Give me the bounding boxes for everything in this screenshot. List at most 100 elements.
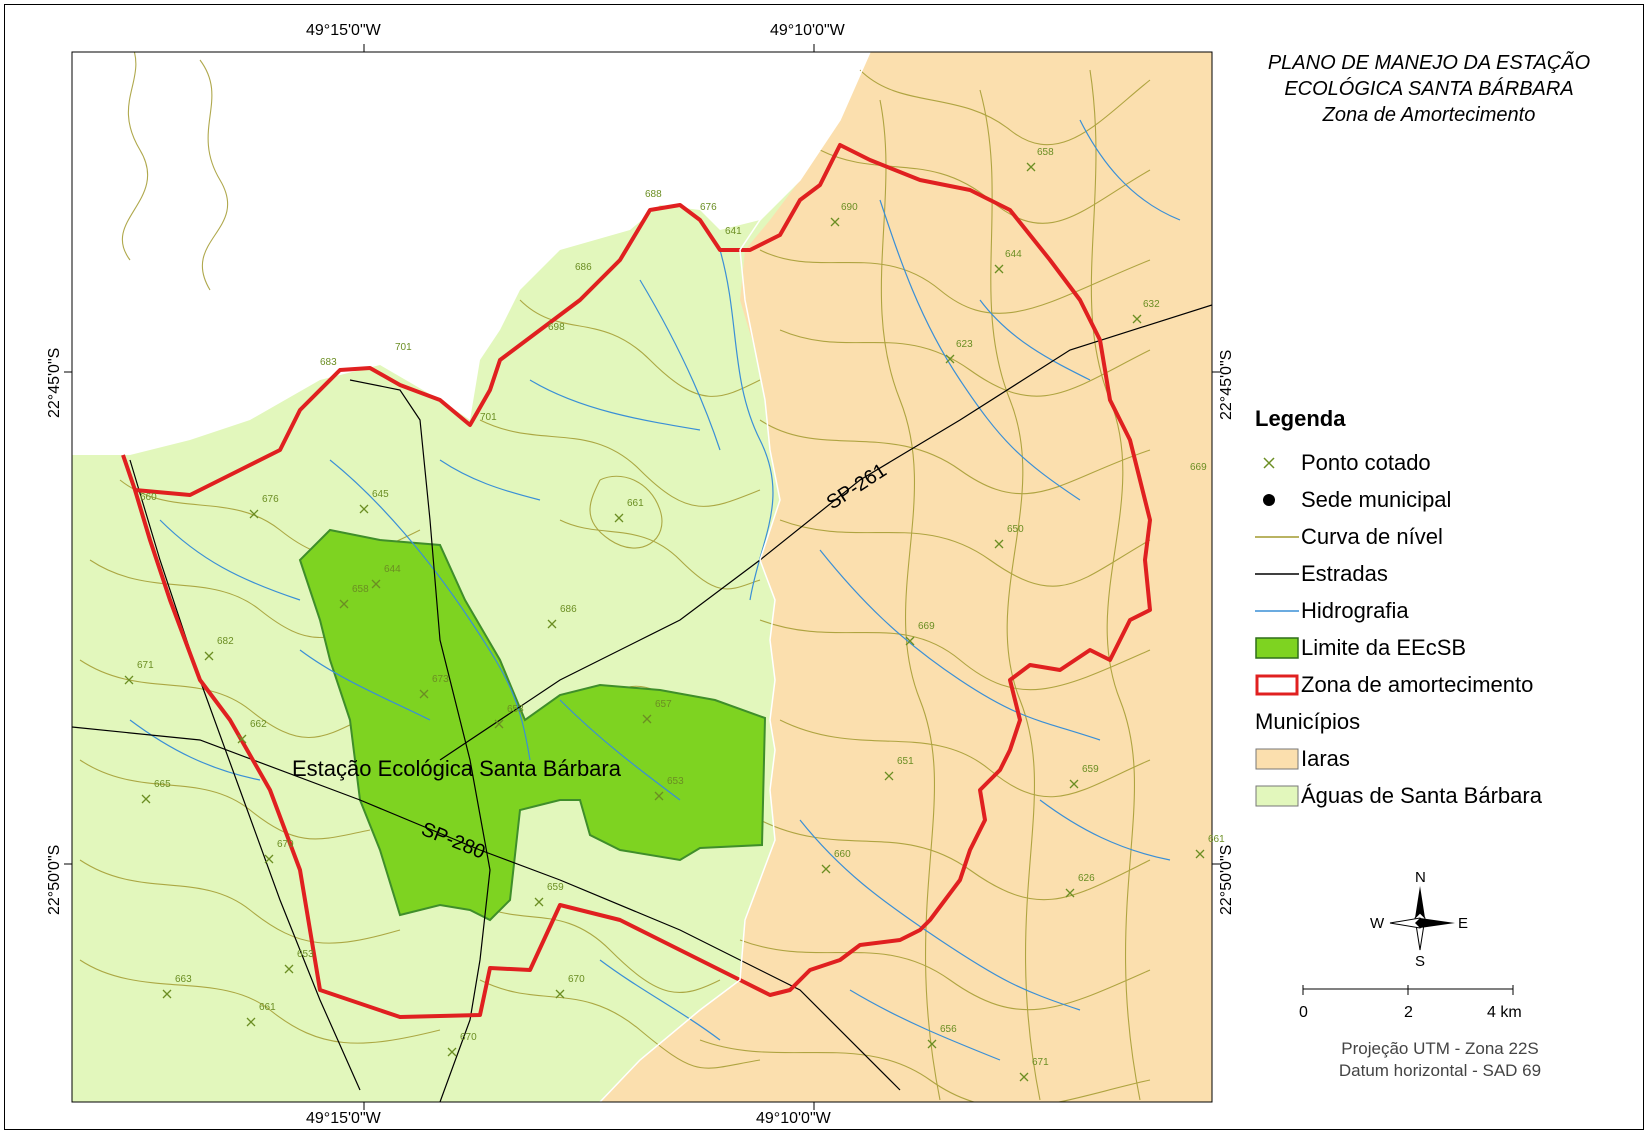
spot-height-marker <box>124 675 134 685</box>
compass-s: S <box>1415 953 1425 968</box>
spot-height-marker <box>1019 1072 1029 1082</box>
spot-height-marker <box>494 719 504 729</box>
spot-height-marker <box>1132 314 1142 324</box>
spot-height-marker <box>927 1039 937 1049</box>
coord-top-right: 49°10'0"W <box>770 22 845 39</box>
spot-height-marker <box>884 771 894 781</box>
municipio-iaras-area <box>600 52 1212 1102</box>
legend-item-estradas: Estradas <box>1255 555 1645 592</box>
dot-icon <box>1255 489 1301 511</box>
spot-height-marker <box>249 509 259 519</box>
scale-label-0: 0 <box>1299 1004 1308 1021</box>
legend-label: Limite da EEcSB <box>1301 634 1467 660</box>
graticule-ticks <box>64 44 1220 1110</box>
compass-e: E <box>1458 915 1468 932</box>
spot-height-marker <box>447 1047 457 1057</box>
compass-w: W <box>1370 915 1385 932</box>
legend-item-iaras: Iaras <box>1255 740 1645 777</box>
spot-height-marker <box>534 897 544 907</box>
spot-height-marker <box>547 619 557 629</box>
coord-left-lower: 22°50'0"S <box>46 844 63 915</box>
coord-right-upper: 22°45'0"S <box>1218 349 1235 420</box>
legend: Legenda Ponto cotado Sede municipal Curv… <box>1255 406 1645 814</box>
outside-area <box>72 52 870 455</box>
map-border <box>71 51 1213 1103</box>
spot-height-marker <box>945 354 955 364</box>
spot-height-marker <box>994 264 1004 274</box>
spot-height-marker <box>264 854 274 864</box>
scale-label-4: 4 km <box>1487 1004 1522 1021</box>
spot-height-marker <box>246 1017 256 1027</box>
spot-height-marker <box>905 636 915 646</box>
projection-line-1: Projeção UTM - Zona 22S <box>1341 1039 1539 1058</box>
municipal-border <box>599 52 871 1102</box>
hydrography <box>129 119 1181 1061</box>
legend-label: Zona de amortecimento <box>1301 671 1534 697</box>
spot-height-marker <box>1195 849 1205 859</box>
spot-height-marker <box>830 217 840 227</box>
spot-height-marker <box>237 734 247 744</box>
spot-height-marker <box>162 989 172 999</box>
spot-height-marker <box>419 689 429 699</box>
road-line-icon <box>1255 563 1301 585</box>
buffer-zone-outline[interactable] <box>121 143 1152 1019</box>
spot-heights <box>124 162 1205 1082</box>
compass-n: N <box>1415 869 1426 886</box>
spot-height-marker <box>994 539 1004 549</box>
legend-label: Águas de Santa Bárbara <box>1301 782 1542 808</box>
coord-right-lower: 22°50'0"S <box>1218 844 1235 915</box>
spot-height-marker <box>359 504 369 514</box>
spot-height-marker <box>284 964 294 974</box>
title-line-3: Zona de Amortecimento <box>1322 104 1536 126</box>
spot-height-marker <box>141 794 151 804</box>
spot-height-marker <box>1065 888 1075 898</box>
scale-label-2: 2 <box>1404 1004 1413 1021</box>
aguas-fill-icon <box>1255 785 1301 807</box>
reserve-boundary[interactable] <box>298 528 767 922</box>
spot-height-marker <box>614 513 624 523</box>
map-title: PLANO DE MANEJO DA ESTAÇÃO ECOLÓGICA SAN… <box>1214 50 1644 128</box>
legend-label: Estradas <box>1301 560 1388 586</box>
legend-subtitle-municipios: Municípios <box>1255 708 1361 734</box>
legend-label: Ponto cotado <box>1301 449 1431 475</box>
legend-item-sede-municipal: Sede municipal <box>1255 481 1645 518</box>
spot-height-marker <box>555 989 565 999</box>
iaras-fill-icon <box>1255 748 1301 770</box>
reserve-fill-icon <box>1255 636 1301 659</box>
buffer-outline-icon <box>1255 674 1301 696</box>
legend-item-hidrografia: Hidrografia <box>1255 592 1645 629</box>
map-frame <box>4 4 1644 1130</box>
coord-top-left: 49°15'0"W <box>306 22 381 39</box>
cross-icon <box>1255 452 1301 474</box>
legend-item-zona-amortecimento: Zona de amortecimento <box>1255 666 1645 703</box>
spot-height-marker <box>339 599 349 609</box>
compass-rose-icon: N S W E <box>1370 869 1468 968</box>
legend-label: Curva de nível <box>1301 523 1443 549</box>
spot-height-marker <box>371 579 381 589</box>
legend-item-curva-nivel: Curva de nível <box>1255 518 1645 555</box>
spot-height-marker <box>821 864 831 874</box>
title-line-1: PLANO DE MANEJO DA ESTAÇÃO <box>1267 52 1591 74</box>
spot-height-marker <box>1069 779 1079 789</box>
legend-item-ponto-cotado: Ponto cotado <box>1255 444 1645 481</box>
legend-label: Hidrografia <box>1301 597 1409 623</box>
spot-height-marker <box>642 714 652 724</box>
legend-label: Iaras <box>1301 745 1350 771</box>
legend-item-limite-eecsb: Limite da EEcSB <box>1255 629 1645 666</box>
coord-bottom-left: 49°15'0"W <box>306 1110 381 1127</box>
river-line-icon <box>1255 600 1301 622</box>
spot-height-marker <box>204 651 214 661</box>
contour-line-icon <box>1255 526 1301 548</box>
title-line-2: ECOLÓGICA SANTA BÁRBARA <box>1284 78 1574 100</box>
coord-bottom-right: 49°10'0"W <box>756 1110 831 1127</box>
reserve-label: Estação Ecológica Santa Bárbara <box>292 756 622 781</box>
spot-height-marker <box>1026 162 1036 172</box>
roads <box>72 304 1212 1102</box>
legend-item-aguas: Águas de Santa Bárbara <box>1255 777 1645 814</box>
scale-bar: 0 2 4 km <box>1299 985 1522 1021</box>
projection-info: Projeção UTM - Zona 22S Datum horizontal… <box>1275 1038 1605 1082</box>
coord-left-upper: 22°45'0"S <box>46 347 63 418</box>
legend-label: Sede municipal <box>1301 486 1452 512</box>
spot-height-marker <box>654 791 664 801</box>
